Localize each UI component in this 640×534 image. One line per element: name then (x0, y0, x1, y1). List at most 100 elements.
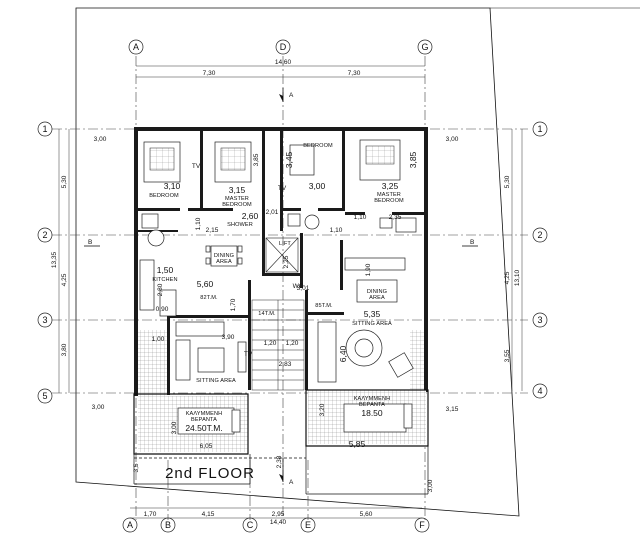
veranda-left-outline (133, 393, 249, 455)
axis-top-a: A (133, 42, 139, 52)
dim-1-10c: 1,10 (354, 214, 367, 221)
dim-1-10b: 1,10 (330, 227, 343, 234)
room-bedroom-2-label: BEDROOM (303, 143, 333, 149)
veranda-1-label-a: ΚΑΛΥΜΜΕΝΗ (186, 411, 223, 417)
veranda-left-tiles (138, 330, 167, 396)
veranda-2-size: 18.50 (361, 408, 383, 418)
dim-top-total: 14,60 (275, 59, 292, 66)
area-flat-2: 85Τ.Μ. (315, 303, 333, 309)
dim-right-offset: 3,00 (446, 136, 459, 143)
axis-top-g: G (421, 42, 428, 52)
veranda-furniture (177, 403, 413, 435)
axis-right-1: 1 (537, 124, 542, 134)
axis-right-2: 2 (537, 230, 542, 240)
dim-3-45: 3,45 (284, 151, 294, 168)
dimension-bottom: 1,70 4,15 2,95 5,60 14,40 (130, 507, 422, 526)
dimension-top: 14,60 7,30 7,30 (136, 59, 425, 78)
dining-table-2 (356, 279, 398, 303)
dim-2-35: 2,35 (389, 214, 402, 221)
dim-1-90: 1,90 (365, 263, 372, 276)
plan-title: 2nd FLOOR (165, 465, 255, 482)
room-dining-1-label-a: DINING (214, 253, 234, 259)
dim-2-25: 2,25 (283, 255, 290, 268)
dim-top-right: 7,30 (348, 70, 361, 77)
dim-6-05: 6,05 (200, 443, 213, 450)
room-sitting-2-size: 5,35 (364, 309, 381, 319)
dim-lower-right: 3,00 (427, 479, 434, 492)
grid-lines (52, 56, 528, 520)
veranda-1-label-b: ΒΕΡΑΝΤΑ (191, 417, 217, 423)
room-bedroom-1-size: 3,10 (164, 181, 181, 191)
dim-left-2: 4,25 (61, 273, 68, 286)
room-sitting-2-label: SITTING AREA (352, 321, 392, 327)
dim-bottom-1: 1,70 (144, 511, 157, 518)
dining-table-1 (205, 245, 243, 267)
dim-lower-mid: 2,38 (276, 455, 283, 468)
dim-2-80: 2,80 (157, 283, 164, 296)
axis-bottom-f: F (419, 520, 425, 530)
room-shower-size: 2,60 (242, 211, 259, 221)
axis-left-5: 5 (42, 391, 47, 401)
dim-3-00-veranda: 3,00 (171, 421, 178, 434)
dim-kitchen-w: 5,60 (197, 279, 214, 289)
dim-3-85b: 3,85 (408, 151, 418, 168)
kitchen-counters (139, 257, 406, 317)
room-master-bedroom-1-size: 3,15 (229, 185, 246, 195)
bathroom-fixtures (141, 213, 417, 247)
dim-right-balcony: 3,15 (446, 406, 459, 413)
veranda-1-size: 24.50Τ.Μ. (185, 423, 222, 433)
room-master-bedroom-2-label-a: MASTER (377, 192, 401, 198)
dim-left-1: 5,30 (61, 175, 68, 188)
section-b-right: B (470, 239, 474, 246)
lift-shaft (265, 237, 299, 273)
label-wc: WC (293, 283, 304, 290)
label-2-01: 2,01 (266, 209, 279, 216)
dim-3-85a: 3,85 (253, 153, 260, 166)
axis-right-4: 4 (537, 386, 542, 396)
axis-bottom-e: E (305, 520, 311, 530)
axis-left-3: 3 (42, 315, 47, 325)
sofa-set-1 (175, 321, 247, 381)
label-tv-2: TV (278, 185, 287, 192)
room-shower-label: SHOWER (227, 222, 253, 228)
dim-1-00: 1,00 (152, 336, 165, 343)
room-dining-2-label-a: DINING (367, 289, 387, 295)
section-b-left: B (88, 239, 92, 246)
misc-dimensions: 5,60 2,80 0,90 1,00 3,90 1,20 1,20 2,15 … (133, 151, 434, 492)
room-dining-2-label-b: AREA (369, 295, 385, 301)
staircase (251, 299, 305, 391)
dim-bottom-3: 2,95 (272, 511, 285, 518)
room-bedroom-1-label: BEDROOM (149, 193, 179, 199)
dim-6-40: 6,40 (338, 345, 348, 362)
dim-top-left: 7,30 (203, 70, 216, 77)
label-3-01: 3,01 (297, 285, 310, 292)
room-master-bedroom-1-label-b: BEDROOM (222, 202, 252, 208)
dim-bottom-total: 14,40 (270, 519, 287, 526)
dim-1-20b: 1,20 (286, 340, 299, 347)
room-sitting-1-label: SITTING AREA (196, 378, 236, 384)
room-labels: BEDROOM 3,10 3,15 MASTER BEDROOM BEDROOM… (149, 143, 404, 433)
room-lift-label: LIFT (279, 241, 291, 247)
dim-bottom-4: 5,60 (360, 511, 373, 518)
axis-markers: A D G A B C E F 1 2 3 5 1 2 3 4 (37, 39, 548, 533)
room-master-bedroom-1-label-a: MASTER (225, 196, 249, 202)
axis-left-2: 2 (42, 230, 47, 240)
room-kitchen-label: KITCHEN (152, 277, 177, 283)
area-stair: 14Τ.Μ. (258, 311, 276, 317)
axis-top-d: D (280, 42, 287, 52)
axis-bottom-a: A (127, 520, 133, 530)
room-master-bedroom-2-label-b: BEDROOM (374, 198, 404, 204)
room-kitchen-size: 1,50 (157, 265, 174, 275)
veranda-2-label-a: ΚΑΛΥΜΜΕΝΗ (354, 396, 391, 402)
section-marks: A A B B (84, 88, 478, 486)
area-flat-1: 82Τ.Μ. (200, 295, 218, 301)
dim-2-15: 2,15 (206, 227, 219, 234)
dim-left-total: 13,35 (51, 251, 58, 268)
veranda-right-side-tiles (410, 330, 424, 390)
dim-left-offset: 3,00 (94, 136, 107, 143)
plot-boundary (75, 7, 520, 517)
room-master-bedroom-2-size: 3,25 (382, 181, 399, 191)
dim-1-20a: 1,20 (264, 340, 277, 347)
dim-1-70: 1,70 (230, 298, 237, 311)
